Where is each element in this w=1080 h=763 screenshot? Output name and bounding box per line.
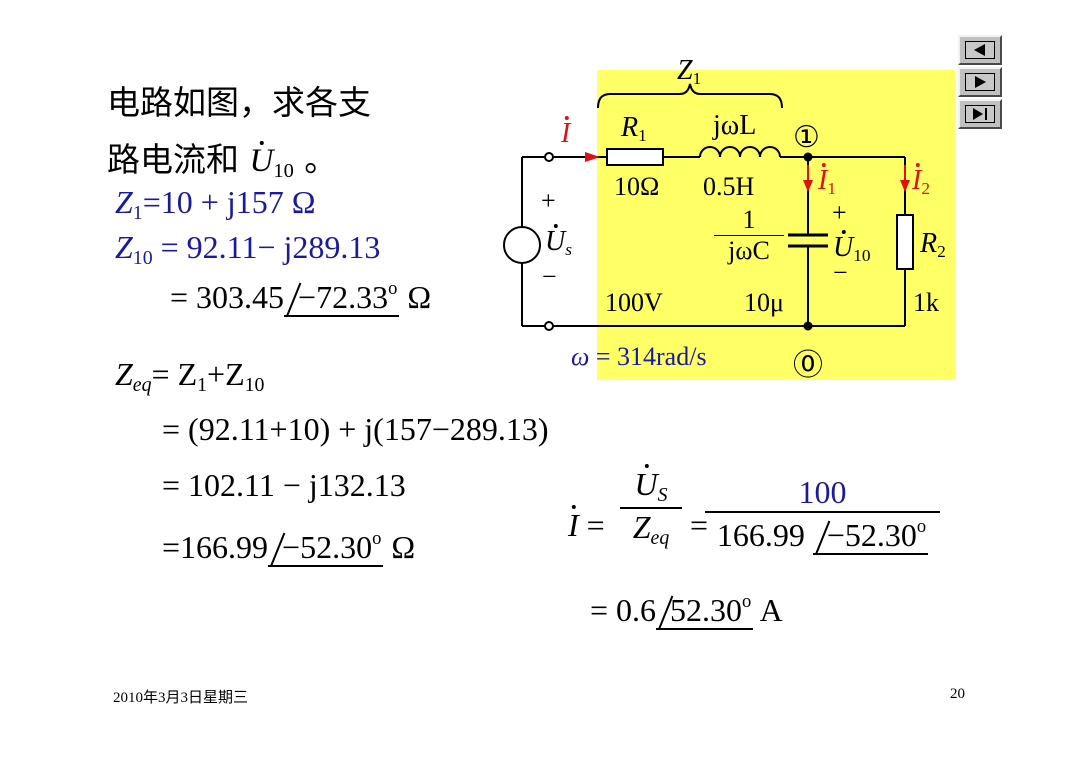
zeq-step-1: = (92.11+10) + j(157−289.13)	[162, 411, 549, 447]
u10-plus: +	[832, 198, 847, 227]
page-number: 20	[950, 686, 965, 702]
capacitor-value: 10μ	[744, 288, 784, 317]
voltage-source	[503, 226, 541, 264]
current-i-label: I	[561, 118, 571, 149]
u10-minus: −	[833, 258, 848, 287]
current-arrow	[585, 152, 600, 162]
r2-label: R2	[920, 228, 946, 262]
i1-label: I1	[818, 165, 837, 199]
source-minus: −	[542, 262, 557, 291]
us-label: Us	[545, 226, 572, 260]
r1-resistor	[606, 148, 664, 166]
z1-equation: Z1=10 + j157 Ω	[115, 184, 316, 224]
i2-label: I2	[912, 165, 931, 199]
r1-label: R1	[621, 112, 647, 146]
z10-equation: Z10 = 92.11− j289.13	[115, 229, 381, 269]
omega-label: ω = 314rad/s	[571, 342, 707, 371]
node-0-label: ⓪	[793, 348, 823, 383]
z1-label: Z1	[677, 55, 702, 89]
inductor-value: 0.5H	[703, 172, 755, 201]
problem-line-1: 电路如图，求各支	[107, 83, 371, 122]
current-lhs: I =	[568, 507, 605, 543]
current-eq2: =	[690, 507, 709, 543]
last-slide-button[interactable]	[958, 99, 1002, 129]
problem-line-2: 路电流和 U10 。	[107, 140, 338, 183]
inductor	[699, 146, 781, 158]
node-1-label: ①	[793, 120, 820, 155]
r2-value: 1k	[913, 288, 939, 317]
r2-resistor	[896, 214, 914, 270]
source-plus: +	[541, 186, 556, 215]
circuit-background	[597, 70, 955, 380]
u10-label: U10	[833, 232, 871, 266]
capacitor-impedance: 1 jωC	[714, 205, 784, 266]
footer-date: 2010年3月3日星期三	[113, 690, 249, 706]
us-value: 100V	[605, 288, 663, 317]
zeq-step-3: =166.99−52.30o Ω	[162, 528, 416, 567]
next-slide-button[interactable]	[958, 67, 1002, 97]
r1-value: 10Ω	[614, 172, 660, 201]
current-fraction-numeric: 100 166.99 −52.30o	[705, 474, 940, 555]
inductor-label: jωL	[713, 110, 757, 141]
zeq-definition: Zeq= Z1+Z10	[115, 356, 265, 396]
z10-polar: = 303.45−72.33o Ω	[170, 278, 432, 317]
z1-brace	[597, 83, 783, 109]
current-fraction-symbolic: US Zeq	[620, 466, 682, 550]
prev-slide-button[interactable]	[958, 35, 1002, 65]
zeq-step-2: = 102.11 − j132.13	[162, 467, 406, 503]
